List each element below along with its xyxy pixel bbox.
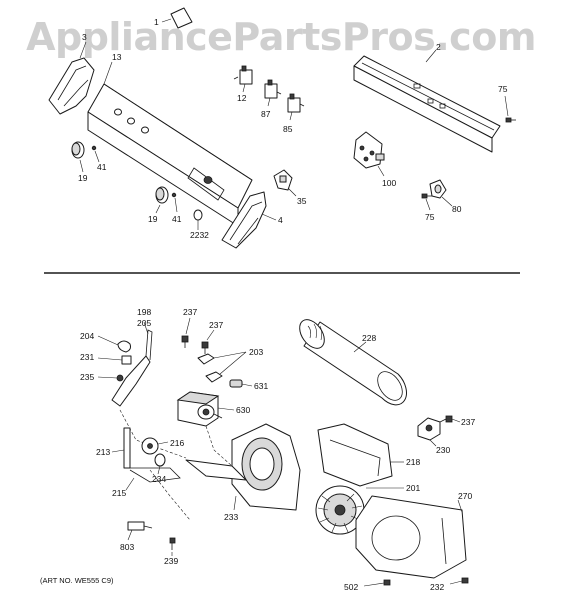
part-235-screw: 235	[80, 372, 124, 382]
part-239-screw: 239	[164, 537, 178, 566]
part-41-washer-left: 41	[91, 145, 107, 172]
part-201-blower-wheel: 201	[315, 483, 420, 535]
part-630-timer: 630	[176, 391, 250, 427]
part-19-knob-left: 19	[71, 141, 88, 183]
part-19-knob-lower: 19	[148, 186, 169, 224]
part-215-spring: 215	[112, 467, 181, 498]
callout-270: 270	[458, 491, 472, 501]
assembly-lines	[119, 409, 233, 521]
part-204-clip: 204	[80, 331, 131, 353]
callout-235: 235	[80, 372, 94, 382]
part-85-switch: 85	[283, 93, 305, 134]
callout-216: 216	[170, 438, 184, 448]
part-231-switch: 231	[80, 352, 132, 365]
part-237-screw-a: 237	[181, 307, 197, 348]
callout-80: 80	[452, 204, 462, 214]
callout-13: 13	[112, 52, 122, 62]
part-228-duct: 228	[299, 319, 407, 406]
callout-201: 201	[406, 483, 420, 493]
callout-803: 803	[120, 542, 134, 552]
callout-631: 631	[254, 381, 268, 391]
callout-2: 2	[436, 42, 441, 52]
part-230-thermostat: 230	[417, 417, 450, 455]
callout-85: 85	[283, 124, 293, 134]
part-75-screw-upper: 75	[498, 84, 516, 123]
part-803-connector: 803	[120, 521, 153, 552]
callout-237-b: 237	[209, 320, 223, 330]
part-233-blower-housing: 233	[185, 423, 301, 522]
callout-234: 234	[152, 474, 166, 484]
callout-1: 1	[154, 17, 159, 27]
callout-41-lower: 41	[172, 214, 182, 224]
callout-228: 228	[362, 333, 376, 343]
part-237-screw-c: 237	[439, 415, 475, 427]
part-75-screw-lower: 75	[421, 193, 435, 222]
part-232-screw: 232	[430, 577, 469, 592]
callout-2232: 2232	[190, 230, 209, 240]
part-41-washer-lower: 41	[171, 192, 182, 224]
part-1-label-card: 1	[154, 7, 193, 29]
callout-239: 239	[164, 556, 178, 566]
callout-215: 215	[112, 488, 126, 498]
callout-41-left: 41	[97, 162, 107, 172]
part-100-terminal-block: 100	[353, 131, 396, 188]
callout-4: 4	[278, 215, 283, 225]
callout-19-left: 19	[78, 173, 88, 183]
callout-35: 35	[297, 196, 307, 206]
callout-502: 502	[344, 582, 358, 592]
callout-198: 198	[137, 307, 151, 317]
callout-232: 232	[430, 582, 444, 592]
part-3-left-endcap: 3	[48, 32, 95, 115]
callout-230: 230	[436, 445, 450, 455]
callout-203: 203	[249, 347, 263, 357]
callout-237-c: 237	[461, 417, 475, 427]
callout-213: 213	[96, 447, 110, 457]
part-502-screw: 502	[344, 579, 391, 592]
callout-75-upper: 75	[498, 84, 508, 94]
callout-231: 231	[80, 352, 94, 362]
part-216-pulley: 216	[141, 437, 184, 455]
callout-100: 100	[382, 178, 396, 188]
watermark-text: AppliancePartsPros.com	[26, 15, 536, 59]
part-270-shroud: 270	[355, 491, 472, 579]
part-80-clip: 80	[429, 179, 462, 214]
callout-19-lower: 19	[148, 214, 158, 224]
part-87-switch: 87	[261, 79, 282, 119]
callout-205: 205	[137, 318, 151, 328]
callout-233: 233	[224, 512, 238, 522]
art-number: (ART NO. WE555 C9)	[40, 576, 114, 585]
part-13-control-panel: 13	[87, 52, 253, 227]
part-234-spacer: 234	[152, 453, 166, 484]
part-631-coupler: 631	[229, 379, 268, 391]
part-203-clips: 203	[197, 347, 263, 383]
part-237-screw-b: 237	[201, 320, 223, 354]
part-205-bracket: 198 205	[111, 307, 153, 407]
callout-75-lower: 75	[425, 212, 435, 222]
callout-12: 12	[237, 93, 247, 103]
part-213-idler-arm: 213	[96, 427, 131, 469]
part-35-bracket: 35	[273, 169, 307, 206]
callout-87: 87	[261, 109, 271, 119]
callout-218: 218	[406, 457, 420, 467]
callout-237-a: 237	[183, 307, 197, 317]
callout-3: 3	[82, 32, 87, 42]
callout-204: 204	[80, 331, 94, 341]
part-4-right-endcap: 4	[221, 191, 283, 249]
part-2-rear-panel: 2	[353, 42, 501, 153]
part-218-cover: 218	[317, 423, 420, 487]
callout-630: 630	[236, 405, 250, 415]
part-12-switch: 12	[233, 65, 253, 103]
part-2232-insert: 2232	[190, 209, 209, 240]
